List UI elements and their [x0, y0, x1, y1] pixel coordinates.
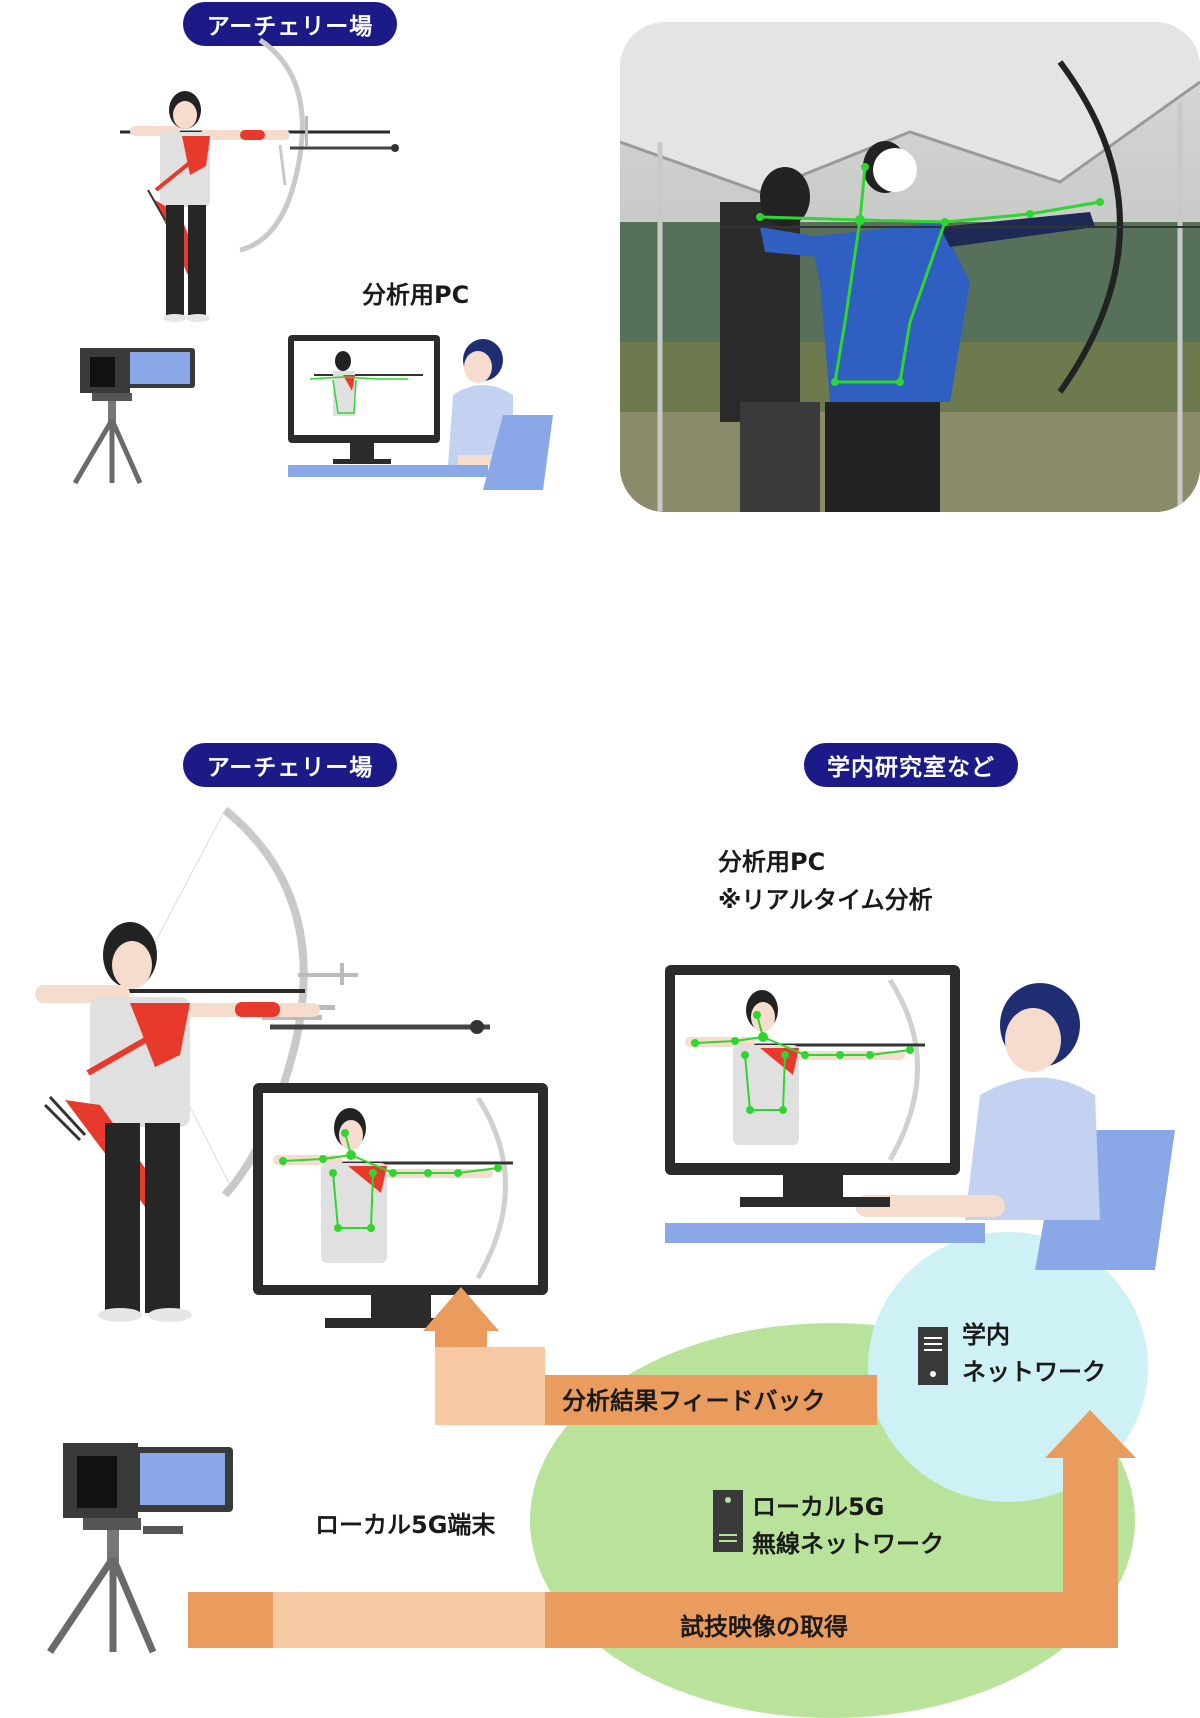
campus-network-label-line1: 学内: [962, 1321, 1010, 1349]
camera-tripod-icon-bottom: [47, 1443, 233, 1654]
bottom-location-badge: アーチェリー場: [183, 743, 397, 787]
local5g-terminal-label: ローカル5G端末: [315, 1511, 496, 1539]
top-location-badge: アーチェリー場: [183, 2, 397, 46]
realtime-pc-label-line1: 分析用PC: [718, 848, 826, 876]
top-pc-label: 分析用PC: [362, 281, 470, 309]
capture-arrow: [188, 1410, 1136, 1648]
feedback-monitor: [253, 1083, 548, 1328]
camera-tripod-icon-top: [72, 348, 195, 485]
capture-label: 試技映像の取得: [680, 1613, 848, 1641]
local5g-network-label-line1: ローカル5G: [752, 1493, 885, 1521]
campus-server-icon: [918, 1327, 948, 1385]
analysis-pc-illustration-top: [288, 335, 553, 490]
local5g-network-label-line2: 無線ネットワーク: [752, 1530, 944, 1558]
pose-estimation-photo: [620, 22, 1200, 512]
local5g-server-icon: [713, 1490, 743, 1552]
feedback-arrow: [423, 1287, 877, 1425]
lab-badge: 学内研究室など: [804, 743, 1018, 787]
feedback-label: 分析結果フィードバック: [562, 1387, 826, 1415]
realtime-pc-label-line2: ※リアルタイム分析: [718, 886, 933, 914]
archer-illustration-top: [120, 37, 399, 322]
campus-network-label-line2: ネットワーク: [962, 1358, 1106, 1386]
realtime-analysis-pc-illustration: [665, 965, 1175, 1270]
